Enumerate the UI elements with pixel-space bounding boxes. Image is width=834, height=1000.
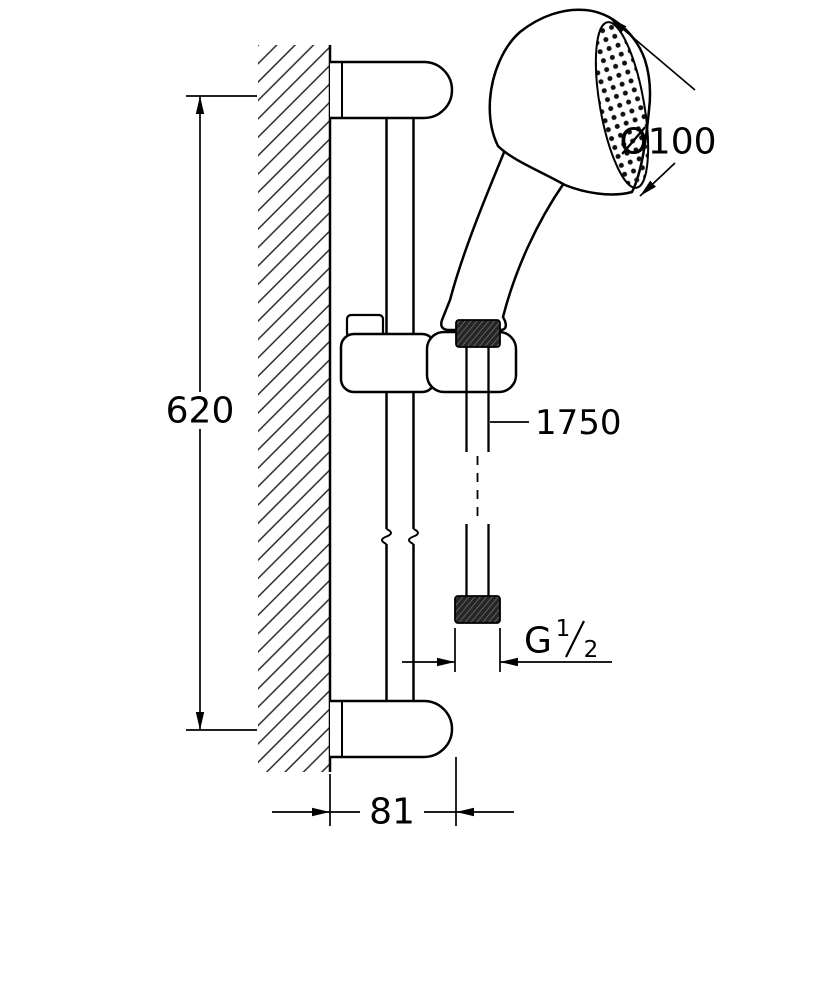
dim-g12-denominator: 2 — [584, 637, 599, 663]
hand-shower — [440, 8, 652, 348]
dim-g12-numerator: 1 — [556, 616, 571, 642]
rail-break-mark — [381, 528, 419, 545]
dim-81: 81 — [272, 757, 514, 833]
hose-upper-section — [465, 347, 490, 452]
dimension-annotations: 620 Ø100 1750 G 1 2 — [166, 17, 717, 833]
dim-g12-letter: G — [524, 621, 552, 662]
hose-connector-lower — [454, 595, 501, 624]
hose-lower-section — [465, 524, 490, 596]
dim-81-label: 81 — [369, 792, 415, 833]
dim-d100-label: Ø100 — [619, 122, 716, 163]
dim-620: 620 — [166, 95, 257, 731]
top-bracket — [330, 60, 454, 120]
spray-face — [594, 21, 650, 189]
rail-tube — [385, 118, 415, 701]
shower-hose — [454, 347, 501, 624]
shower-rail-assembly — [330, 60, 454, 759]
dim-thread: G 1 2 — [402, 616, 612, 672]
hose-connector-upper — [455, 319, 501, 348]
dim-g12-fraction-slash — [565, 620, 585, 658]
dim-1750-label: 1750 — [535, 403, 622, 443]
dim-d100-leader-bottom — [639, 162, 676, 197]
dim-head-diameter: Ø100 — [609, 17, 717, 197]
bottom-bracket — [330, 699, 454, 759]
wall-hatch — [258, 45, 330, 772]
dim-hose-length: 1750 — [490, 403, 622, 443]
dim-620-label: 620 — [166, 391, 235, 432]
wall — [258, 45, 332, 772]
glider-clamp — [339, 332, 437, 394]
dim-d100-leader-top — [609, 17, 696, 91]
